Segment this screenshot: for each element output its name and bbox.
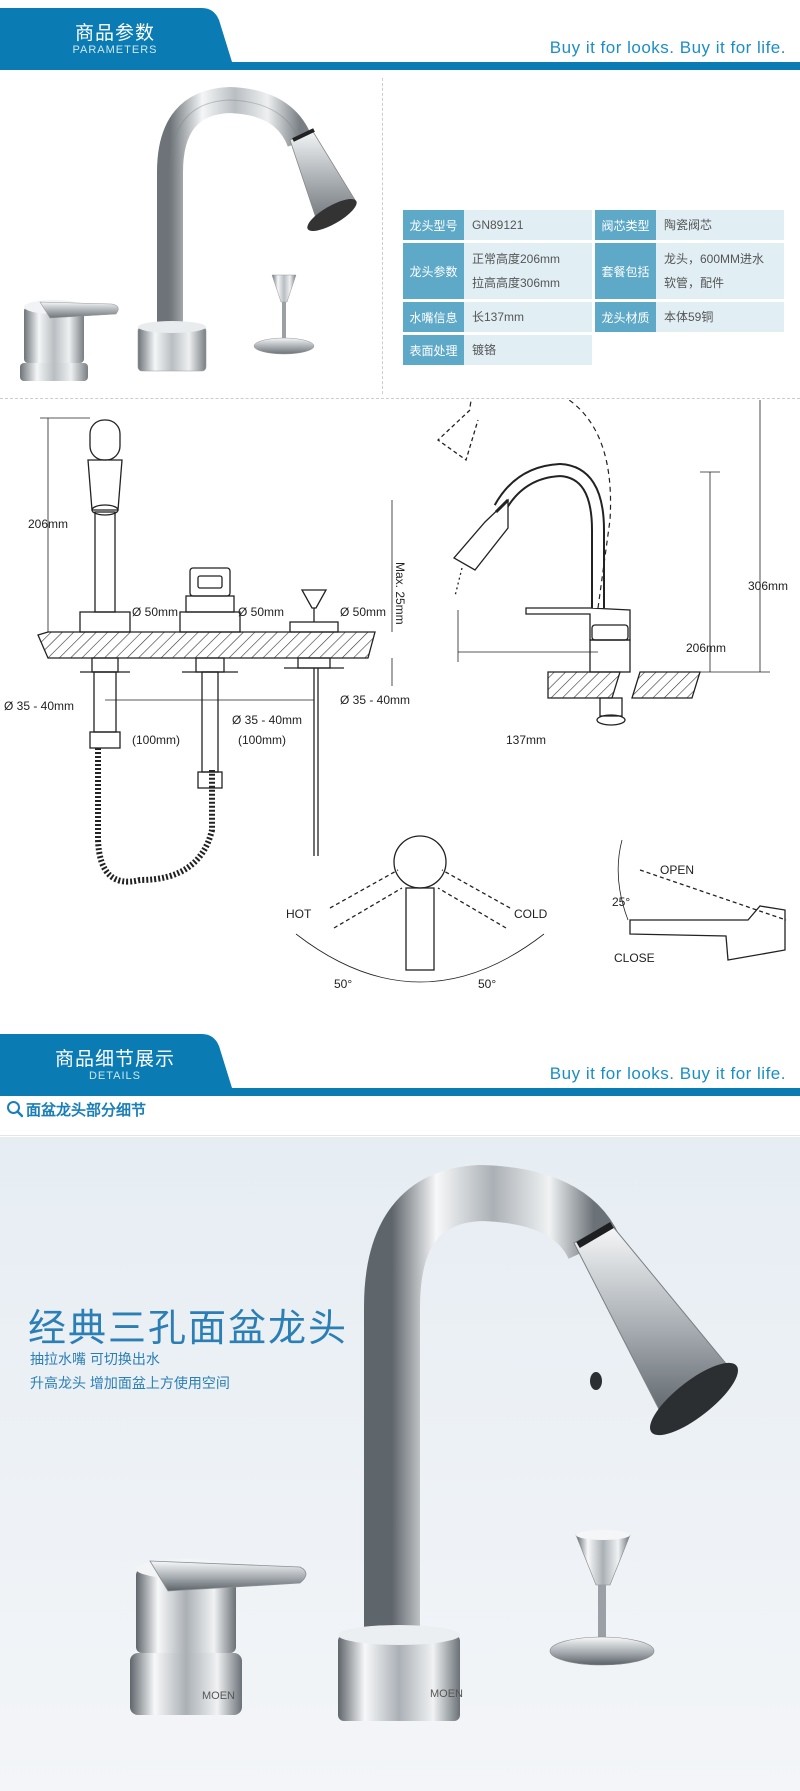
- label-cold: COLD: [514, 907, 548, 921]
- param-value-line: 拉高高度306mm: [472, 276, 561, 290]
- param-label: 表面处理: [403, 335, 464, 365]
- hero-feature-1: 抽拉水嘴 可切换出水: [30, 1351, 160, 1367]
- table-row: 表面处理 镀铬: [403, 335, 785, 365]
- dim-spacing-b: (100mm): [238, 733, 286, 747]
- hero-product-image: MOEN MOEN: [130, 1164, 738, 1721]
- param-value-line: 正常高度206mm: [472, 252, 561, 266]
- dim-hole-b: Ø 35 - 40mm: [232, 713, 302, 727]
- brand-slogan: Buy it for looks. Buy it for life.: [549, 1064, 786, 1083]
- param-label: 龙头材质: [595, 302, 656, 332]
- dim-hole-c: Ø 35 - 40mm: [340, 693, 410, 707]
- section-title: 商品参数: [74, 23, 155, 44]
- param-value: 长137mm: [464, 302, 592, 332]
- angle-25: 25°: [612, 895, 630, 909]
- param-value: 陶瓷阀芯: [656, 210, 784, 240]
- dim-diameter-50-c: Ø 50mm: [340, 605, 386, 619]
- search-icon: [7, 1101, 24, 1118]
- section-title: 商品细节展示: [54, 1049, 175, 1070]
- angle-50-right: 50°: [478, 977, 496, 991]
- param-value: 本体59铜: [656, 302, 784, 332]
- param-value-line: 龙头，600MM进水: [664, 252, 765, 266]
- section-bar: [0, 1088, 800, 1096]
- hero-section: MOEN MOEN 经典三孔面盆龙头 抽拉水嘴 可切换出水 升高龙头 增加面盆上…: [0, 1137, 800, 1791]
- table-row: 龙头参数 正常高度206mm 拉高高度306mm 套餐包括 龙头，600MM进水…: [403, 243, 785, 299]
- param-value: 正常高度206mm 拉高高度306mm: [464, 243, 592, 299]
- section-header-details: 商品细节展示 DETAILS Buy it for looks. Buy it …: [0, 1026, 800, 1098]
- section-header-parameters: 商品参数 PARAMETERS Buy it for looks. Buy it…: [0, 0, 800, 72]
- label-close: CLOSE: [614, 951, 655, 965]
- param-label: 龙头型号: [403, 210, 464, 240]
- dim-diameter-50-b: Ø 50mm: [238, 605, 284, 619]
- param-value: 龙头，600MM进水 软管，配件: [656, 243, 784, 299]
- param-value: 镀铬: [464, 335, 592, 365]
- section-tab: 商品参数 PARAMETERS: [0, 0, 240, 72]
- section-tab-shape: [0, 1034, 232, 1088]
- param-label: 水嘴信息: [403, 302, 464, 332]
- section-subtitle: PARAMETERS: [72, 44, 158, 56]
- params-table: 龙头型号 GN89121 阀芯类型 陶瓷阀芯 龙头参数 正常高度206mm 拉高…: [403, 210, 785, 368]
- horizontal-divider: [0, 398, 800, 399]
- hero-title: 经典三孔面盆龙头: [28, 1308, 349, 1350]
- brand-logo: MOEN: [430, 1688, 463, 1700]
- param-label: 阀芯类型: [595, 210, 656, 240]
- section-tab-shape: [0, 8, 232, 62]
- table-row: 龙头型号 GN89121 阀芯类型 陶瓷阀芯: [403, 210, 785, 240]
- param-value: GN89121: [464, 210, 592, 240]
- section-subtitle: DETAILS: [88, 1070, 142, 1082]
- param-label: 套餐包括: [595, 243, 656, 299]
- hero-feature-2: 升高龙头 增加面盆上方使用空间: [30, 1375, 230, 1391]
- installation-diagram: 206mm Ø 50mm Ø 50mm Ø 50mm Max. 25mm Ø 3…: [0, 364, 800, 1020]
- param-label: 龙头参数: [403, 243, 464, 299]
- details-subtitle: 面盆龙头部分细节: [26, 1102, 147, 1119]
- product-image: [0, 72, 382, 392]
- dim-hole-a: Ø 35 - 40mm: [4, 699, 74, 713]
- section-bar: [0, 62, 800, 70]
- dim-diameter-50-a: Ø 50mm: [132, 605, 178, 619]
- brand-logo: MOEN: [202, 1690, 235, 1702]
- dim-side-206: 206mm: [686, 641, 726, 655]
- brand-slogan: Buy it for looks. Buy it for life.: [549, 38, 786, 57]
- dim-side-306: 306mm: [748, 579, 788, 593]
- vertical-divider: [382, 78, 383, 394]
- param-value-line: 软管，配件: [664, 276, 725, 290]
- dim-max-25: Max. 25mm: [393, 562, 407, 625]
- label-hot: HOT: [286, 907, 312, 921]
- table-row: 水嘴信息 长137mm 龙头材质 本体59铜: [403, 302, 785, 332]
- label-open: OPEN: [660, 863, 694, 877]
- dim-spacing-a: (100mm): [132, 733, 180, 747]
- details-subheader: 面盆龙头部分细节: [0, 1086, 800, 1136]
- angle-50-left: 50°: [334, 977, 352, 991]
- dim-height-206: 206mm: [28, 517, 68, 531]
- section-tab: 商品细节展示 DETAILS: [0, 1026, 240, 1098]
- dim-reach-137: 137mm: [506, 733, 546, 747]
